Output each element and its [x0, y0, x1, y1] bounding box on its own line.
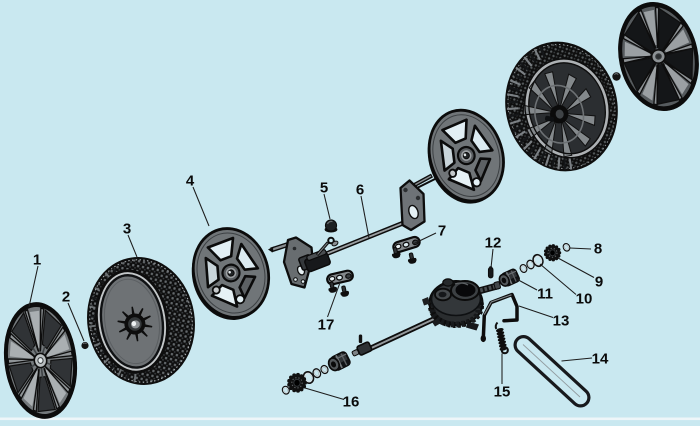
- svg-text:6: 6: [356, 182, 364, 199]
- svg-text:3: 3: [123, 221, 131, 238]
- svg-text:9: 9: [595, 274, 603, 291]
- svg-text:2: 2: [62, 289, 70, 306]
- svg-text:15: 15: [494, 384, 511, 401]
- svg-text:7: 7: [438, 223, 446, 240]
- svg-text:17: 17: [318, 317, 335, 334]
- svg-text:5: 5: [320, 180, 328, 197]
- svg-text:16: 16: [343, 394, 360, 411]
- svg-text:10: 10: [576, 291, 593, 308]
- svg-text:14: 14: [592, 351, 609, 368]
- svg-text:12: 12: [485, 235, 502, 252]
- svg-text:11: 11: [537, 286, 553, 303]
- svg-text:4: 4: [186, 173, 195, 190]
- svg-text:1: 1: [33, 252, 41, 269]
- svg-text:13: 13: [553, 313, 570, 330]
- svg-text:8: 8: [594, 241, 602, 258]
